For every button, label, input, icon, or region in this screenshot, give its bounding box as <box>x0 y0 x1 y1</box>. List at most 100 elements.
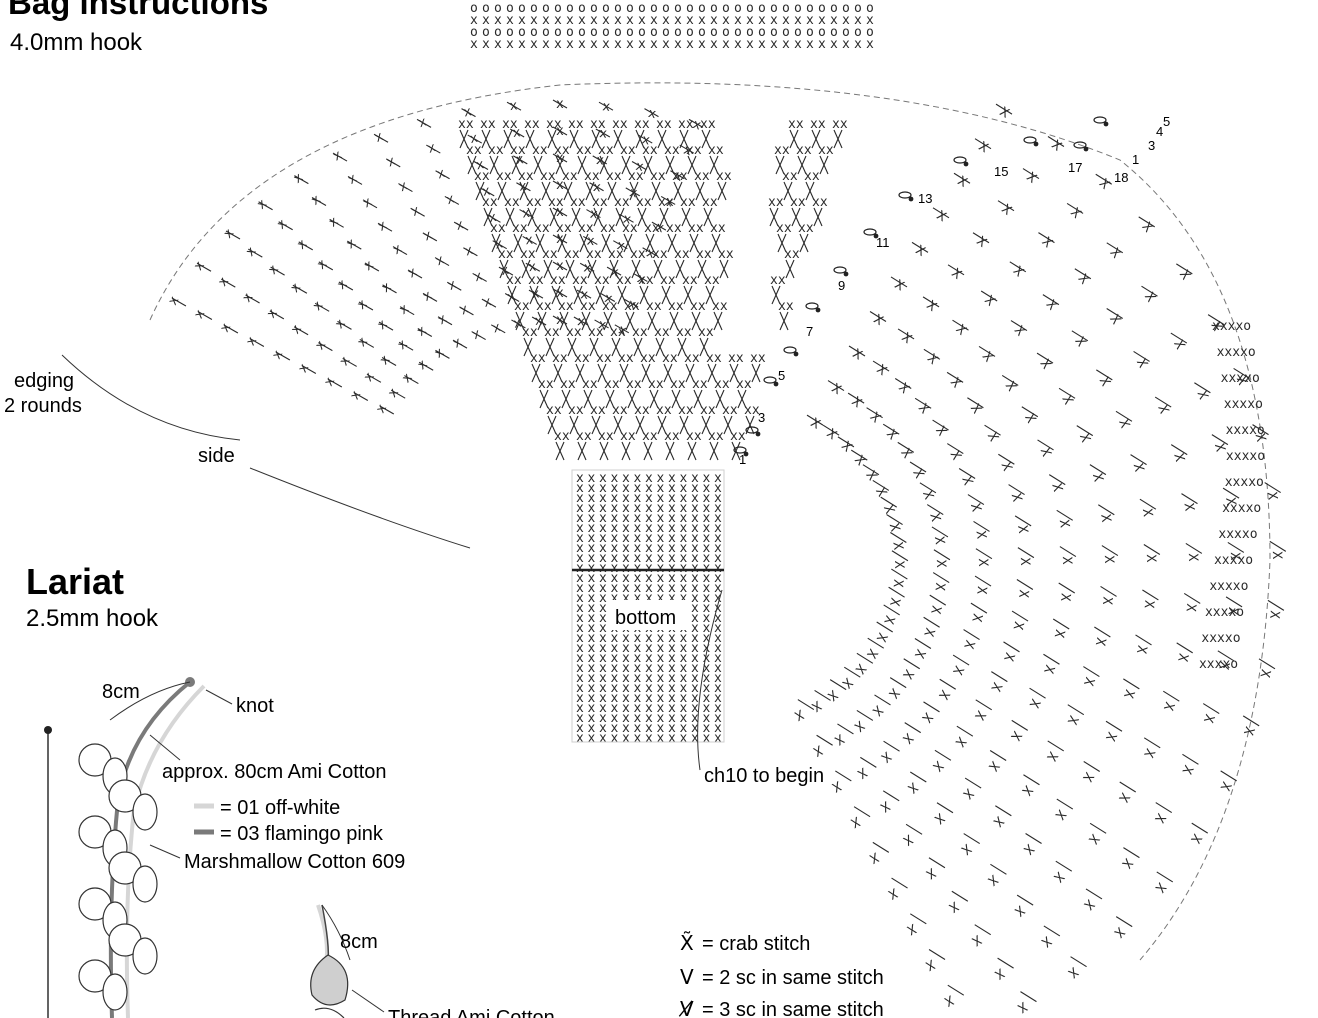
stitch-symbol: X <box>931 535 947 545</box>
stitch-symbol: x <box>556 178 564 193</box>
three-sc-icon: V̸ <box>679 997 694 1018</box>
stitch-symbol: X <box>880 503 897 516</box>
stitch-symbol: x <box>385 154 398 171</box>
round-number: 1 <box>739 452 746 467</box>
stitch-symbol: x <box>806 37 814 52</box>
stitch-symbol: xx <box>774 143 790 158</box>
stitch-symbol: x <box>458 302 471 319</box>
stitch-symbol: X <box>889 541 905 551</box>
stitch-symbol: X <box>1160 700 1177 712</box>
stitch-symbol: x <box>599 731 607 746</box>
stitch-symbol: X <box>953 322 969 338</box>
stitch-symbol: X <box>886 884 900 901</box>
stitch-symbol: x <box>746 37 754 52</box>
stitch-symbol: X <box>1000 651 1017 663</box>
stitch-symbol: x <box>361 369 378 384</box>
stitch-stroke <box>891 569 907 579</box>
stitch-symbol: X <box>1264 491 1280 501</box>
stitch-symbol: x <box>556 205 564 220</box>
stitch-symbol: xxxxo <box>1205 605 1244 620</box>
stitch-symbol: X <box>967 502 984 514</box>
stitch-symbol: X <box>1026 696 1043 710</box>
stitch-symbol: xx <box>552 351 568 366</box>
stitch-symbol: xx <box>656 117 672 132</box>
stitch-symbol: x <box>355 334 372 350</box>
stitch-stroke <box>971 603 987 613</box>
stitch-symbol: x <box>415 357 431 374</box>
edging-label-line2: 2 rounds <box>4 395 82 417</box>
slip-stitch-dot <box>964 162 969 167</box>
edging-leader-line <box>62 355 240 440</box>
stitch-symbol: xx <box>682 273 698 288</box>
stitch-symbol: xx <box>650 169 666 184</box>
stitch-symbol: xx <box>832 117 848 132</box>
stitch-key: X̃ V V̸ = crab stitch = 2 sc in same sti… <box>679 931 884 1018</box>
stitch-symbol: xx <box>562 169 578 184</box>
stitch-symbol: xxxxo <box>1199 657 1238 672</box>
stitch-symbol: X <box>924 298 939 315</box>
stitch-symbol: X <box>1092 636 1108 647</box>
stitch-symbol: xx <box>768 195 784 210</box>
two-sc-label: = 2 sc in same stitch <box>702 967 884 989</box>
stitch-symbol: x <box>265 262 282 278</box>
stitch-symbol: X <box>892 277 906 294</box>
crab-stitch-label: = crab stitch <box>702 933 810 955</box>
stitch-stroke <box>1228 542 1244 552</box>
stitch-symbol: X <box>1007 728 1024 743</box>
stitch-symbol: X <box>880 614 897 626</box>
legend-offwhite-label: = 01 off-white <box>220 797 340 819</box>
stitch-symbol: X <box>1076 432 1093 445</box>
stitch-stroke <box>1004 642 1020 652</box>
stitch-symbol: xx <box>736 377 752 392</box>
stitch-symbol: X <box>883 427 900 443</box>
stitch-symbol: xx <box>598 429 614 444</box>
stitch-stroke <box>1270 541 1286 551</box>
stitch-symbol: X <box>1049 138 1064 155</box>
stitch-symbol: X <box>919 489 936 502</box>
stitch-symbol: x <box>602 37 610 52</box>
stitch-symbol: xxxxo <box>1226 423 1265 438</box>
stitch-symbol: X <box>1178 763 1195 777</box>
stitch-symbol: X <box>1115 417 1132 430</box>
chain-oval <box>954 157 966 163</box>
stitch-symbol: xx <box>664 429 680 444</box>
stitch-symbol: X <box>933 559 948 567</box>
stitch-symbol: X <box>904 920 918 937</box>
stitch-symbol: x <box>686 37 694 52</box>
stitch-symbol: x <box>288 280 305 296</box>
stitch-symbol: X <box>1176 268 1193 283</box>
bottom-label: bottom <box>615 607 676 629</box>
stitch-symbol: X <box>899 667 916 682</box>
stitch-symbol: X <box>985 871 1001 888</box>
stitch-symbol: x <box>626 37 634 52</box>
slip-stitch-dot <box>1084 147 1089 152</box>
stitch-symbol: x <box>274 216 290 233</box>
stitch-symbol: xx <box>722 403 738 418</box>
stitch-symbol: X <box>1217 779 1234 793</box>
stitch-stroke <box>991 672 1007 682</box>
stitch-symbol: x <box>409 203 422 220</box>
stitch-symbol: xx <box>730 429 746 444</box>
stitch-symbol: xx <box>568 403 584 418</box>
stitch-symbol: x <box>240 290 257 305</box>
stitch-symbol: x <box>243 334 260 348</box>
stitch-symbol: x <box>391 241 405 258</box>
stitch-symbol: x <box>602 99 612 115</box>
chain-oval <box>1094 117 1106 123</box>
stitch-symbol: x <box>614 37 622 52</box>
stitch-symbol: xx <box>690 299 706 314</box>
stitch-symbol: xx <box>648 377 664 392</box>
stitch-symbol: x <box>556 151 564 166</box>
slip-stitch-dot <box>909 197 914 202</box>
stitch-symbol: X <box>886 522 903 534</box>
round-number: 3 <box>1148 138 1155 153</box>
stitch-symbol: x <box>191 307 208 321</box>
stitch-symbol: x <box>254 196 270 213</box>
stitch-symbol: x <box>491 320 503 337</box>
stitch-symbol: X <box>1111 924 1127 940</box>
stitch-symbol: X <box>1064 713 1081 727</box>
stitch-symbol: X <box>1143 554 1158 562</box>
stitch-symbol: x <box>468 131 479 147</box>
stitch-symbol: X <box>808 416 822 433</box>
round-number: 11 <box>876 235 890 250</box>
